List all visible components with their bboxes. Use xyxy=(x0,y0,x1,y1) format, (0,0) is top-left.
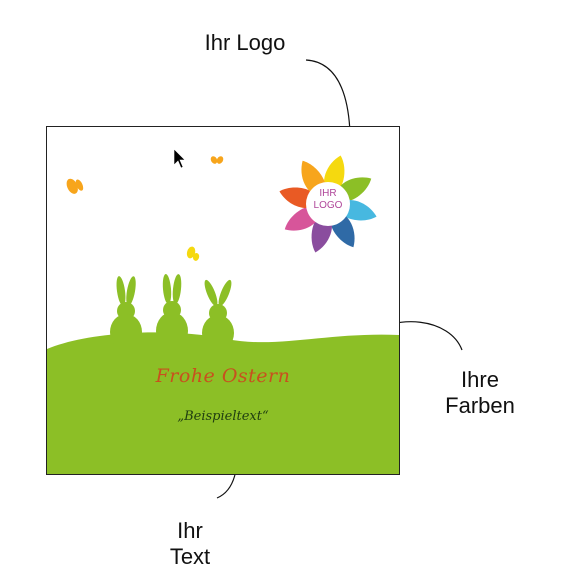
callout-colors-label: Ihre Farben xyxy=(430,367,530,419)
bunny-icon xyxy=(156,274,188,350)
logo-text-line-1: IHR xyxy=(319,188,337,199)
logo-placeholder-text: IHR LOGO xyxy=(275,188,381,212)
callout-text-line-2: Text xyxy=(169,544,211,569)
butterfly-icon xyxy=(186,246,200,261)
mouse-cursor-icon xyxy=(173,148,186,169)
bunny-icon xyxy=(110,276,142,350)
logo-text-line-2: LOGO xyxy=(313,200,343,211)
callout-text-label: Ihr Text xyxy=(150,518,230,570)
sample-text: „Beispieltext“ xyxy=(177,409,269,424)
butterfly-icon xyxy=(66,178,84,194)
callout-colors-line-2: Farben xyxy=(445,393,515,418)
card-scene xyxy=(47,148,399,474)
butterfly-icon xyxy=(210,156,224,164)
bunny-icon xyxy=(202,279,234,351)
callout-logo-label: Ihr Logo xyxy=(204,30,286,55)
greeting-card-preview: IHR LOGO Frohe Ostern „Beispieltext“ xyxy=(46,126,400,475)
callout-colors-line-1: Ihre xyxy=(461,367,499,392)
flower-logo-icon xyxy=(279,155,377,253)
logo-placeholder: IHR LOGO xyxy=(275,151,381,257)
callout-text-line-1: Ihr xyxy=(177,518,203,543)
grass-hill xyxy=(47,332,399,474)
greeting-text: Frohe Ostern xyxy=(155,365,291,387)
